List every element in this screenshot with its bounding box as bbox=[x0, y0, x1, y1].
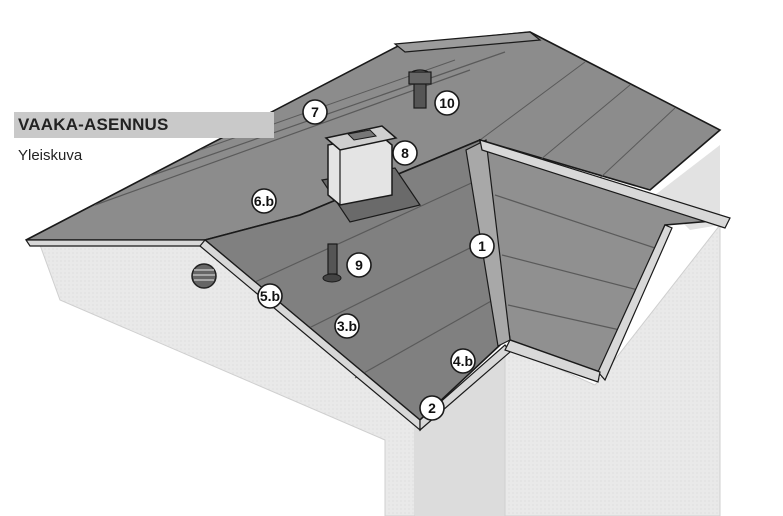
callout-c8: 8 bbox=[392, 140, 418, 166]
callout-circle bbox=[257, 283, 283, 309]
callout-label: 1 bbox=[478, 238, 486, 254]
callout-c1: 1 bbox=[469, 233, 495, 259]
callout-label: 8 bbox=[401, 145, 409, 161]
callout-layer: 1 2 3.b 4.b 5.b 6.b 7 8 9 10 bbox=[251, 90, 495, 421]
callout-circle bbox=[251, 188, 277, 214]
callout-label: 5.b bbox=[260, 288, 280, 304]
callout-circle bbox=[434, 90, 460, 116]
cross-gable-roof bbox=[465, 138, 731, 383]
callout-label: 7 bbox=[311, 104, 319, 120]
callout-c9: 9 bbox=[346, 252, 372, 278]
chimney bbox=[320, 125, 421, 223]
callout-circle bbox=[302, 99, 328, 125]
callout-circle bbox=[469, 233, 495, 259]
page-subtitle: Yleiskuva bbox=[18, 147, 83, 164]
roof-vent-pipe bbox=[408, 69, 432, 109]
callout-label: 4.b bbox=[453, 353, 473, 369]
title-band bbox=[14, 112, 274, 138]
callout-c3b: 3.b bbox=[334, 313, 360, 339]
callout-c5b: 5.b bbox=[257, 283, 283, 309]
callout-label: 2 bbox=[428, 400, 436, 416]
callout-circle bbox=[334, 313, 360, 339]
callout-label: 3.b bbox=[337, 318, 357, 334]
callout-circle bbox=[346, 252, 372, 278]
callout-c6b: 6.b bbox=[251, 188, 277, 214]
page-title: VAAKA-ASENNUS bbox=[18, 115, 169, 134]
attic-vent-icon bbox=[191, 263, 217, 289]
callout-c7: 7 bbox=[302, 99, 328, 125]
callout-circle bbox=[419, 395, 445, 421]
callout-c2: 2 bbox=[419, 395, 445, 421]
callout-c4b: 4.b bbox=[450, 348, 476, 374]
roof-pipe-penetration bbox=[322, 243, 342, 283]
callout-c10: 10 bbox=[434, 90, 460, 116]
callout-circle bbox=[392, 140, 418, 166]
callout-label: 9 bbox=[355, 257, 363, 273]
callout-label: 6.b bbox=[254, 193, 274, 209]
callout-circle bbox=[450, 348, 476, 374]
callout-label: 10 bbox=[439, 95, 455, 111]
